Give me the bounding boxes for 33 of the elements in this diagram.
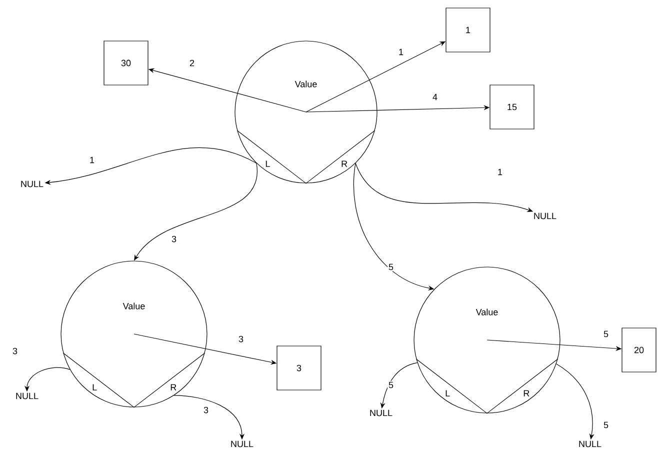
edge-label: 3	[12, 346, 18, 356]
edge-label: 3	[238, 334, 244, 344]
pointer-label: L	[266, 160, 270, 167]
null-label: NULL	[21, 180, 44, 188]
edge-label: 1	[398, 48, 404, 56]
value-label: Value	[122, 302, 145, 310]
edge-label: 1	[88, 156, 96, 164]
value-box: 15	[490, 84, 534, 130]
edge-label: 2	[188, 58, 196, 68]
value-label: Value	[294, 80, 317, 88]
edge-label: 3	[170, 234, 178, 244]
edge-label: 5	[602, 330, 610, 338]
null-label: NULL	[579, 440, 602, 448]
edge-label: 5	[388, 380, 394, 390]
edge-label: 5	[602, 420, 610, 430]
value-box: 1	[446, 8, 490, 52]
pointer-label: R	[524, 390, 530, 396]
value-box: 3	[276, 346, 322, 390]
null-label: NULL	[231, 440, 254, 448]
edge-label: 5	[388, 262, 394, 272]
pointer-label: L	[92, 384, 97, 390]
null-label: NULL	[370, 410, 392, 416]
edge-label: 1	[496, 168, 504, 176]
edge-label: 4	[432, 92, 438, 102]
pointer-label: L	[446, 390, 450, 396]
pointer-label: R	[170, 384, 176, 390]
value-box: 20	[622, 328, 656, 372]
edge-label: 3	[202, 406, 210, 414]
null-label: NULL	[16, 392, 38, 400]
value-box: 30	[104, 40, 148, 86]
pointer-label: R	[342, 160, 348, 167]
value-label: Value	[476, 308, 498, 316]
null-label: NULL	[534, 212, 556, 220]
